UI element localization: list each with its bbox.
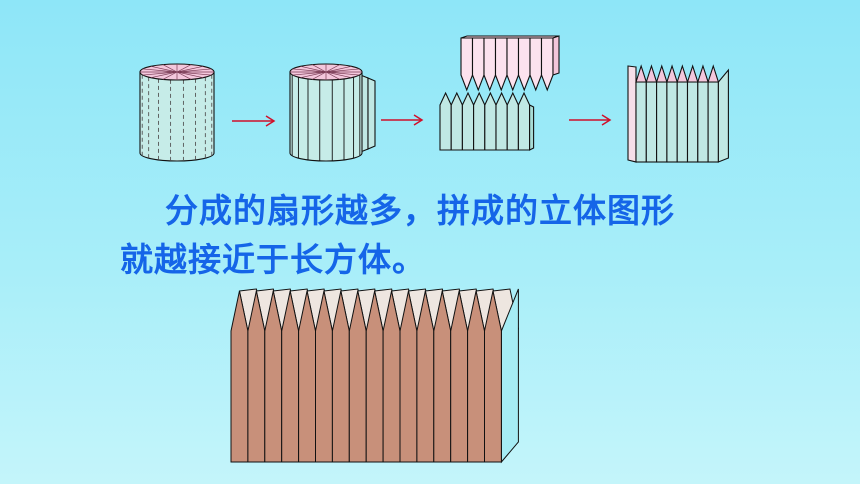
pink-wedge: [483, 37, 497, 92]
teal-wedge: [517, 91, 531, 151]
pink-half-end: [552, 35, 560, 76]
cuboid-front-column: [298, 290, 316, 463]
cuboid-front-column: [484, 290, 502, 463]
pink-wedge: [517, 37, 531, 92]
pink-wedge: [471, 37, 485, 92]
top-sector-line: [150, 71, 178, 78]
arrow-right: [381, 114, 424, 126]
top-sector-line: [325, 71, 340, 80]
top-sector-line: [325, 71, 360, 76]
cuboid-front-column: [399, 290, 418, 463]
cuboid-top-wedge: [697, 64, 709, 83]
cuboid-top-wedge: [635, 64, 648, 83]
teal-wedge: [484, 91, 497, 151]
caption-line-2: 就越接近于长方体。: [120, 240, 426, 279]
cuboid-front-column: [348, 290, 367, 463]
top-sector-line: [292, 68, 327, 73]
cuboid-front-column: [450, 290, 469, 463]
teal-wedge: [439, 91, 452, 151]
top-sector-line: [176, 71, 204, 78]
cuboid-front-column: [315, 290, 333, 463]
cuboid-front-column: [433, 290, 452, 463]
top-sector-line: [162, 64, 178, 73]
split-halves: [439, 35, 560, 151]
pink-wedge: [494, 37, 508, 92]
cuboid-top-wedge: [666, 64, 678, 83]
arrow-head: [265, 115, 276, 127]
cuboid-column: [707, 81, 719, 163]
cuboid-front-column: [281, 290, 300, 463]
approximate-cuboid: [627, 64, 729, 163]
cuboid-right-face: [717, 68, 729, 163]
cuboid-column: [635, 81, 647, 163]
arrow-right: [569, 114, 612, 126]
cuboid-top-wedge: [707, 64, 720, 83]
cuboid-front-column: [230, 290, 249, 463]
top-sector-line: [150, 66, 178, 73]
top-sector-line: [325, 66, 352, 73]
top-sector-line: [176, 66, 204, 73]
cuboid-column: [666, 81, 678, 163]
teal-wedge: [495, 91, 508, 151]
teal-wedge: [450, 91, 463, 151]
cuboid-left-face: [627, 65, 637, 163]
cuboid-column: [656, 81, 668, 163]
teal-half-end: [529, 104, 535, 151]
cuboid-column: [676, 81, 689, 163]
arrow-head: [601, 114, 612, 126]
cuboid-top-wedge: [645, 64, 658, 83]
cuboid-column: [645, 81, 658, 163]
cylinder-side: [289, 71, 363, 162]
top-sector-line: [176, 68, 212, 73]
cuboid-front-column: [416, 290, 435, 463]
top-sector-line: [325, 64, 340, 73]
cuboid-column: [686, 81, 699, 163]
cuboid-front-column: [382, 290, 401, 463]
arrow-head: [413, 114, 424, 126]
large-approximate-cuboid: [230, 288, 520, 464]
cuboid-top-wedge: [686, 64, 699, 83]
top-sector-line: [325, 71, 352, 78]
cylinder-cut-sections: [289, 63, 376, 162]
top-sector-line: [176, 71, 192, 80]
top-sector-line: [300, 71, 327, 78]
caption-line-1: 分成的扇形越多，拼成的立体图形: [165, 191, 675, 230]
teal-wedge: [506, 91, 519, 151]
cuboid-front-column: [247, 290, 266, 463]
top-sector-line: [162, 71, 178, 80]
top-sector-line: [142, 68, 178, 73]
cuboid-front-column: [467, 290, 485, 463]
pink-wedge: [506, 37, 520, 92]
pink-wedge: [540, 37, 554, 92]
top-sector-line: [176, 64, 192, 73]
teal-wedge: [473, 91, 486, 151]
pink-wedge: [460, 37, 474, 92]
pink-wedge: [529, 37, 543, 92]
cuboid-top-wedge: [655, 64, 668, 83]
cuboid-front-column: [331, 290, 350, 463]
top-sector-line: [292, 71, 327, 76]
teal-wedge: [461, 91, 475, 151]
top-sector-line: [312, 64, 327, 73]
cylinder-dashed-sections: [139, 63, 215, 162]
cut-slice: [367, 77, 376, 150]
top-sector-line: [142, 71, 178, 76]
top-sector-line: [312, 71, 327, 80]
cylinder-side: [139, 71, 215, 162]
cuboid-column: [697, 81, 709, 163]
cuboid-front-column: [365, 290, 384, 463]
top-sector-line: [176, 71, 212, 76]
cuboid-front-column: [264, 290, 283, 463]
top-sector-line: [325, 68, 360, 73]
cuboid-top-wedge: [676, 64, 689, 83]
arrow-right: [232, 115, 276, 127]
top-sector-line: [300, 66, 327, 73]
